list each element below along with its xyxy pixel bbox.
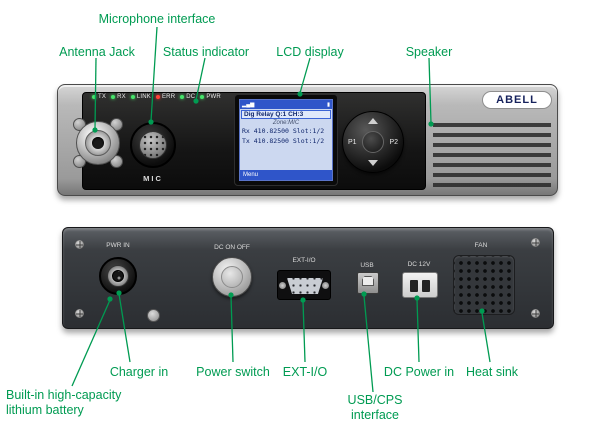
callout-power-switch: Power switch (196, 365, 270, 379)
chassis-screw (147, 309, 160, 322)
p2-button: P2 (389, 139, 398, 146)
usb-port-label: USB (360, 262, 374, 269)
led-pwr-dot (200, 95, 205, 99)
corner-screw (531, 309, 540, 318)
callout-charger-in: Charger in (109, 365, 169, 379)
usb-connector-inner (362, 276, 374, 286)
front-panel: TX RX LINK ERR DC PWR MIC ▂▄▆ ▮ (57, 84, 558, 196)
lcd-rx-row: Rx 410.82500 Slot:1/2 (242, 127, 325, 135)
speaker-grille (433, 117, 551, 191)
lcd-zone-row: Zone:MIC (272, 120, 300, 126)
charger-connector-pins (112, 270, 124, 282)
led-dc-label: DC (186, 94, 196, 100)
power-switch (212, 257, 252, 297)
back-panel: PWR IN DC ON OFF EXT-I/O USB DC 12V FAN (62, 227, 554, 329)
status-led-row: TX RX LINK ERR DC PWR (92, 94, 221, 100)
lcd-screen: ▂▄▆ ▮ Dig Relay Q:1 CH:3 Zone:MIC Rx 410… (239, 99, 333, 181)
led-rx: RX (111, 94, 126, 100)
callout-battery-line1: Built-in high-capacity (6, 388, 122, 402)
callout-heat-sink: Heat sink (465, 365, 519, 379)
navigation-dpad: P1 P2 (342, 111, 404, 173)
dpad-center-button (362, 131, 384, 153)
lcd-softkey-bar: Menu (240, 170, 332, 180)
dc-12v-label: DC 12V (407, 261, 431, 268)
led-tx-dot (92, 95, 96, 99)
dpad-down-arrow-icon (368, 160, 378, 166)
mic-label: MIC (143, 174, 163, 183)
callout-battery: Built-in high-capacity lithium battery (6, 388, 121, 418)
dc-power-connector (402, 272, 438, 298)
led-rx-label: RX (117, 94, 126, 100)
lcd-tx-row: Tx 410.82500 Slot:1/2 (242, 137, 325, 145)
power-switch-cap (221, 266, 243, 288)
led-err-dot (155, 95, 160, 99)
pwr-in-label: PWR IN (106, 242, 130, 249)
lcd-status-bar: ▂▄▆ ▮ (240, 100, 332, 109)
battery-icon: ▮ (326, 101, 330, 108)
antenna-jack (73, 118, 123, 168)
dc-connector-slot (422, 280, 430, 292)
usb-connector (357, 272, 379, 294)
callout-battery-line2: lithium battery (6, 403, 84, 417)
callout-dc-power-in: DC Power in (383, 365, 455, 379)
callout-ext-io: EXT-I/O (282, 365, 328, 379)
led-link: LINK (130, 94, 151, 100)
db9-screw (322, 282, 329, 289)
led-pwr: PWR (200, 94, 221, 100)
signal-icon: ▂▄▆ (242, 101, 255, 108)
antenna-center-hole (92, 137, 104, 149)
callout-microphone-interface: Microphone interface (98, 12, 216, 26)
led-rx-dot (111, 95, 116, 99)
p1-button: P1 (348, 139, 357, 146)
db9-screw (279, 282, 286, 289)
power-switch-label: DC ON OFF (214, 244, 250, 251)
led-err-label: ERR (161, 94, 176, 100)
fan-label: FAN (474, 242, 488, 249)
corner-screw (75, 309, 84, 318)
brand-logo: ABELL (482, 91, 552, 109)
charger-connector (99, 257, 137, 295)
callout-lcd-display: LCD display (276, 45, 344, 59)
led-dc-dot (180, 95, 185, 99)
corner-screw (531, 238, 540, 247)
lcd-channel-row: Dig Relay Q:1 CH:3 (241, 110, 331, 119)
callout-status-indicator: Status indicator (162, 45, 250, 59)
led-pwr-label: PWR (206, 94, 221, 100)
corner-screw (75, 240, 84, 249)
db9-pins (287, 278, 323, 294)
callout-usb-cps-line2: interface (351, 408, 399, 422)
led-tx-label: TX (98, 94, 107, 100)
ext-io-port-label: EXT-I/O (292, 257, 316, 264)
callout-antenna-jack: Antenna Jack (59, 45, 135, 59)
led-link-dot (130, 95, 135, 99)
microphone-connector-pins (139, 131, 167, 159)
callout-usb-cps: USB/CPS interface (348, 393, 403, 423)
microphone-connector (130, 122, 176, 168)
lcd-display: ▂▄▆ ▮ Dig Relay Q:1 CH:3 Zone:MIC Rx 410… (234, 94, 338, 186)
heat-sink-grille (453, 255, 515, 315)
led-tx: TX (92, 94, 106, 100)
led-dc: DC (180, 94, 195, 100)
callout-speaker: Speaker (405, 45, 453, 59)
led-err: ERR (155, 94, 176, 100)
led-link-label: LINK (136, 94, 151, 100)
dpad-up-arrow-icon (368, 118, 378, 124)
lcd-softkey-menu: Menu (243, 172, 259, 178)
callout-usb-cps-line1: USB/CPS (347, 393, 403, 407)
ext-io-connector (277, 270, 331, 300)
dc-connector-slot (410, 280, 418, 292)
